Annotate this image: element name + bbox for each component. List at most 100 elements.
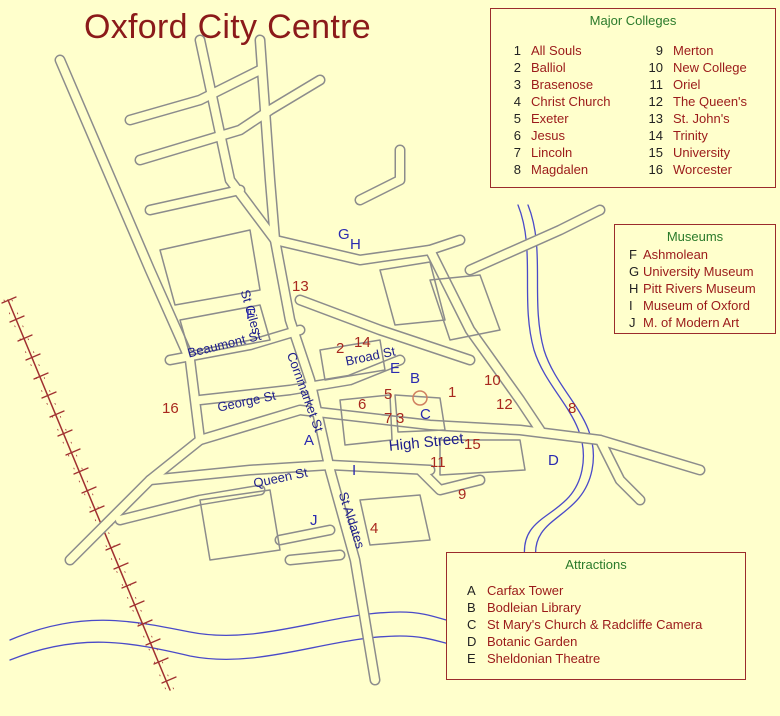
college-name: Exeter bbox=[531, 111, 569, 126]
college-marker: 9 bbox=[458, 486, 467, 503]
college-marker: 1 bbox=[448, 384, 457, 401]
college-number: 11 bbox=[649, 77, 664, 92]
attraction-letter: B bbox=[467, 600, 476, 615]
college-name: The Queen's bbox=[673, 94, 748, 109]
museum-name: University Museum bbox=[643, 264, 754, 279]
college-entry: 15 University bbox=[641, 144, 775, 161]
college-entry: 13 St. John's bbox=[641, 110, 775, 127]
college-marker: 2 bbox=[336, 340, 345, 357]
college-number: 1 bbox=[513, 43, 521, 58]
college-marker: 15 bbox=[464, 436, 481, 453]
college-name: Oriel bbox=[673, 77, 701, 92]
river-thames bbox=[9, 611, 471, 661]
museum-letter: I bbox=[629, 298, 633, 313]
museum-marker: F bbox=[246, 306, 256, 323]
college-number: 7 bbox=[513, 145, 521, 160]
college-entry: 1 All Souls bbox=[491, 42, 641, 59]
museum-letter: J bbox=[629, 315, 636, 330]
radcliffe-camera-circle bbox=[412, 390, 428, 406]
college-number: 2 bbox=[513, 60, 521, 75]
attraction-letter: A bbox=[467, 583, 476, 598]
college-number: 12 bbox=[648, 94, 663, 109]
college-name: Christ Church bbox=[531, 94, 611, 109]
college-number: 13 bbox=[648, 111, 663, 126]
attraction-marker: C bbox=[420, 406, 431, 423]
college-name: Balliol bbox=[531, 60, 566, 75]
attraction-marker: E bbox=[390, 360, 401, 377]
college-entry: 6 Jesus bbox=[491, 127, 641, 144]
college-number: 8 bbox=[513, 162, 521, 177]
college-entry: 4 Christ Church bbox=[491, 93, 641, 110]
college-number: 9 bbox=[655, 43, 663, 58]
map-title: Oxford City Centre bbox=[84, 8, 371, 46]
attraction-letter: D bbox=[467, 634, 477, 649]
attraction-name: Sheldonian Theatre bbox=[487, 651, 601, 666]
museum-name: Ashmolean bbox=[643, 247, 709, 262]
college-number: 5 bbox=[513, 111, 521, 126]
college-entry: 10 New College bbox=[641, 59, 775, 76]
college-marker: 3 bbox=[396, 410, 405, 427]
college-marker: 8 bbox=[568, 400, 577, 417]
college-marker: 16 bbox=[162, 400, 179, 417]
college-number: 14 bbox=[648, 128, 663, 143]
college-name: University bbox=[673, 145, 731, 160]
college-marker: 14 bbox=[354, 334, 371, 351]
college-name: Merton bbox=[673, 43, 714, 58]
museum-name: Museum of Oxford bbox=[643, 298, 750, 313]
college-number: 4 bbox=[513, 94, 521, 109]
college-entry: 8 Magdalen bbox=[491, 161, 641, 178]
river-cherwell bbox=[517, 204, 595, 561]
attractions-legend-title: Attractions bbox=[565, 557, 627, 572]
museum-name: M. of Modern Art bbox=[643, 315, 740, 330]
attraction-letter: E bbox=[467, 651, 476, 666]
attraction-name: St Mary's Church & Radcliffe Camera bbox=[487, 617, 703, 632]
attraction-letter: C bbox=[467, 617, 477, 632]
college-marker: 10 bbox=[484, 372, 501, 389]
college-entry: 11 Oriel bbox=[641, 76, 775, 93]
attraction-marker: B bbox=[410, 370, 421, 387]
attraction-entry: B Bodleian Library bbox=[467, 599, 745, 616]
museum-name: Pitt Rivers Museum bbox=[643, 281, 756, 296]
railway bbox=[1, 296, 177, 691]
attraction-marker: D bbox=[548, 452, 559, 469]
college-number: 16 bbox=[648, 162, 663, 177]
college-marker: 4 bbox=[370, 520, 379, 537]
colleges-column-right: 9 Merton 10 New College 11 Oriel 12 The Quee… bbox=[641, 42, 775, 178]
museum-letter: G bbox=[629, 264, 640, 279]
college-entry: 16 Worcester bbox=[641, 161, 775, 178]
museum-entry: J M. of Modern Art bbox=[629, 314, 775, 331]
museum-marker: H bbox=[350, 236, 361, 253]
college-entry: 2 Balliol bbox=[491, 59, 641, 76]
museum-entry: I Museum of Oxford bbox=[629, 297, 775, 314]
college-name: All Souls bbox=[531, 43, 582, 58]
museums-legend-title: Museums bbox=[666, 229, 724, 244]
college-number: 10 bbox=[648, 60, 663, 75]
college-name: Worcester bbox=[673, 162, 732, 177]
college-marker: 13 bbox=[292, 278, 309, 295]
college-name: Jesus bbox=[531, 128, 565, 143]
college-entry: 5 Exeter bbox=[491, 110, 641, 127]
attraction-name: Botanic Garden bbox=[487, 634, 578, 649]
college-name: Magdalen bbox=[531, 162, 589, 177]
college-marker: 11 bbox=[430, 454, 446, 471]
museum-marker: G bbox=[338, 226, 350, 243]
college-marker: 12 bbox=[496, 396, 513, 413]
college-marker: 5 bbox=[384, 386, 393, 403]
college-number: 15 bbox=[648, 145, 663, 160]
college-entry: 12 The Queen's bbox=[641, 93, 775, 110]
college-name: New College bbox=[673, 60, 747, 75]
attraction-marker: A bbox=[304, 432, 315, 449]
college-name: St. John's bbox=[673, 111, 730, 126]
college-number: 6 bbox=[513, 128, 521, 143]
attraction-name: Bodleian Library bbox=[487, 600, 581, 615]
